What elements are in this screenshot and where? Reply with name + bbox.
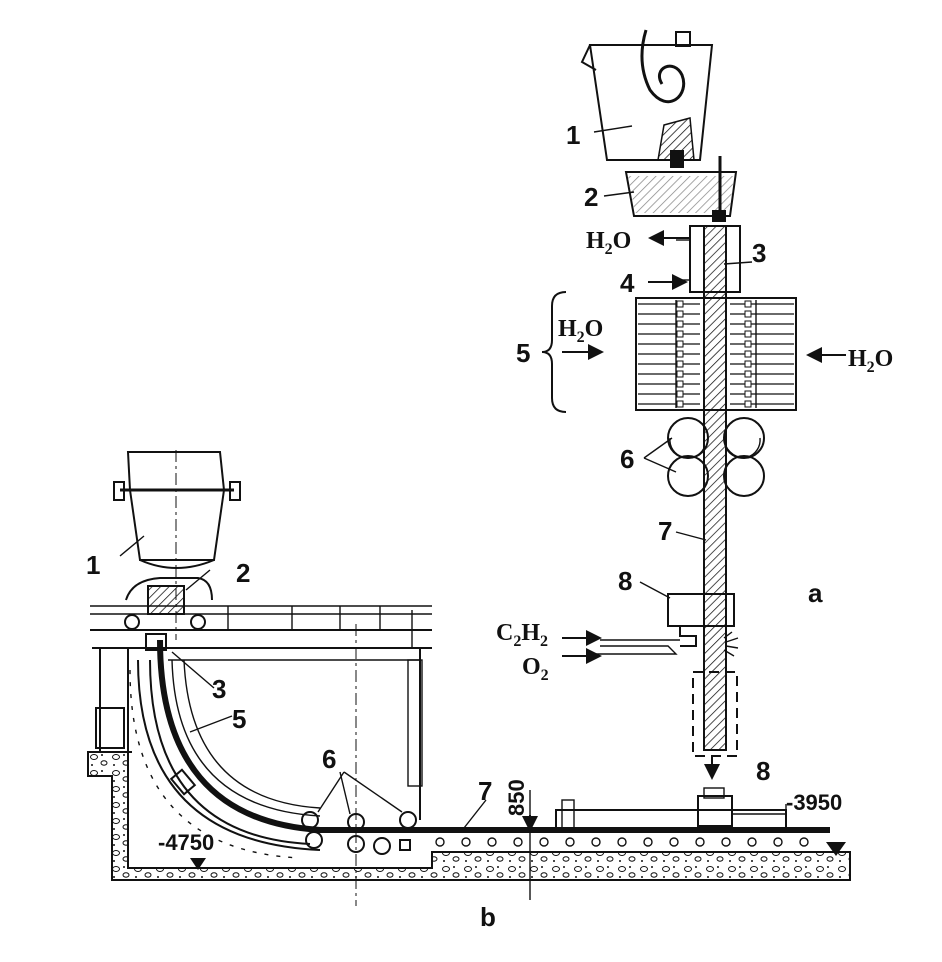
cutter-a <box>596 593 739 657</box>
table-roller <box>721 837 731 847</box>
acetylene-label: C2H2 <box>496 620 548 650</box>
table-roller <box>643 837 653 847</box>
spray-nozzle <box>744 340 752 348</box>
label-a-7: 7 <box>658 516 672 546</box>
ladle-b <box>113 450 241 640</box>
oxygen-label: O2 <box>522 654 549 684</box>
label-b-3: 3 <box>212 674 226 704</box>
table-roller <box>695 837 705 847</box>
cutter-b <box>555 787 787 831</box>
label-b-2: 2 <box>236 558 250 588</box>
spray-nozzle <box>676 330 684 338</box>
water-left-label: H2O <box>558 316 603 346</box>
spray-nozzle <box>676 350 684 358</box>
platform-b <box>90 605 432 820</box>
label-b-6: 6 <box>322 744 336 774</box>
spray-nozzle <box>744 320 752 328</box>
level-left-value: -4750 <box>158 830 214 855</box>
level-right-value: -3950 <box>786 790 842 815</box>
label-a-3: 3 <box>752 238 766 268</box>
spray-nozzle <box>676 320 684 328</box>
label-b-7: 7 <box>478 776 492 806</box>
spray-nozzle <box>744 370 752 378</box>
spray-nozzle <box>744 310 752 318</box>
rolls-a <box>667 417 765 497</box>
gap-value: 850 <box>504 779 529 816</box>
spray-zone-a <box>635 297 797 411</box>
spray-nozzle <box>676 300 684 308</box>
label-a-8: 8 <box>618 566 632 596</box>
panel-label-b: b <box>480 902 496 932</box>
level-mark-left <box>190 858 206 870</box>
table-roller <box>461 837 471 847</box>
table-roller <box>669 837 679 847</box>
spray-nozzle <box>676 340 684 348</box>
spray-nozzle <box>676 360 684 368</box>
label-a-4: 4 <box>620 268 635 298</box>
spray-nozzle <box>676 400 684 408</box>
tundish-a <box>624 156 738 222</box>
ladle-a <box>580 29 714 168</box>
spray-nozzle <box>744 300 752 308</box>
table-roller <box>799 837 809 847</box>
label-a-1: 1 <box>566 120 580 150</box>
table-roller <box>513 837 523 847</box>
table-roller <box>617 837 627 847</box>
label-a-8-bottom: 8 <box>756 756 770 786</box>
level-mark-right <box>826 842 846 856</box>
vertical-caster <box>541 29 846 780</box>
table-roller <box>565 837 575 847</box>
spray-nozzle <box>676 370 684 378</box>
spray-nozzle <box>744 360 752 368</box>
panel-label-a: a <box>808 578 823 608</box>
spray-nozzle <box>744 350 752 358</box>
spray-nozzle <box>744 380 752 388</box>
spray-nozzle <box>744 390 752 398</box>
rolls-b <box>301 624 417 906</box>
table-roller <box>591 837 601 847</box>
spray-nozzle <box>676 310 684 318</box>
spray-nozzle <box>676 380 684 388</box>
curved-strand-b <box>129 639 830 859</box>
curved-caster <box>87 450 851 906</box>
label-a-5: 5 <box>516 338 530 368</box>
label-b-1: 1 <box>86 550 100 580</box>
water-top-label: H2O <box>586 228 631 258</box>
table-roller <box>435 837 445 847</box>
water-right-label: H2O <box>848 346 893 376</box>
label-b-5: 5 <box>232 704 246 734</box>
table-roller <box>747 837 757 847</box>
table-roller <box>487 837 497 847</box>
label-a-6: 6 <box>620 444 634 474</box>
roller-table-b <box>435 837 809 847</box>
spray-nozzle <box>744 330 752 338</box>
spray-nozzle <box>744 400 752 408</box>
label-a-2: 2 <box>584 182 598 212</box>
table-roller <box>539 837 549 847</box>
table-roller <box>773 837 783 847</box>
tundish-b <box>124 577 213 651</box>
spray-nozzle <box>676 390 684 398</box>
